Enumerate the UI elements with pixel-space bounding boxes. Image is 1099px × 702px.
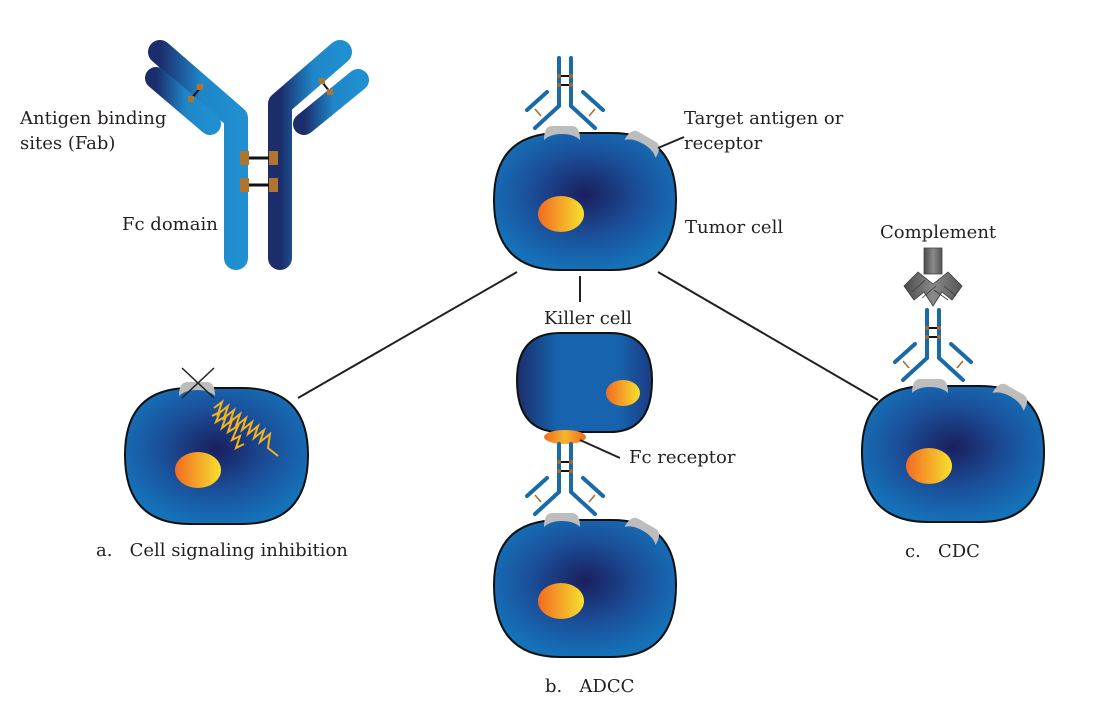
- fab-label-line2: sites (Fab): [20, 133, 115, 154]
- nucleus: [175, 452, 221, 488]
- caption-a: a. Cell signaling inhibition: [96, 540, 348, 561]
- small-antibody-icon: [893, 308, 973, 382]
- tumor-cell-label: Tumor cell: [685, 217, 783, 238]
- killer-nucleus: [606, 380, 640, 406]
- blocked-x-icon: [181, 367, 215, 399]
- fc-receptor: [544, 430, 586, 444]
- signal-zigzag-icon: [211, 399, 279, 457]
- killer-cell: [515, 332, 654, 433]
- tumor-cell-adcc: [492, 442, 678, 658]
- nucleus: [538, 196, 584, 232]
- complement-icon: [903, 247, 963, 307]
- tumor-cell-cdc: [860, 308, 1046, 523]
- small-antibody-icon: [525, 442, 605, 516]
- connector-to-a: [297, 271, 518, 399]
- complement-label: Complement: [880, 222, 997, 243]
- antibody-structure: [145, 40, 369, 270]
- fc-receptor-label: Fc receptor: [629, 447, 736, 468]
- antigen-label-line1: Target antigen or: [684, 108, 844, 129]
- fc-receptor-pointer: [579, 439, 621, 459]
- antigen-pointer: [657, 136, 685, 149]
- connector-to-c: [657, 271, 879, 401]
- small-antibody-icon: [525, 56, 605, 130]
- caption-b: b. ADCC: [545, 676, 634, 697]
- fab-label-line1: Antigen binding: [19, 108, 166, 129]
- antigen-label-line2: receptor: [684, 133, 763, 154]
- tumor-cell-top: [492, 56, 678, 271]
- nucleus: [538, 583, 584, 619]
- mechanism-a-cell: [123, 367, 310, 525]
- killer-cell-label: Killer cell: [544, 308, 632, 329]
- caption-c: c. CDC: [905, 541, 980, 562]
- fc-domain-label: Fc domain: [122, 214, 218, 235]
- nucleus: [906, 448, 952, 484]
